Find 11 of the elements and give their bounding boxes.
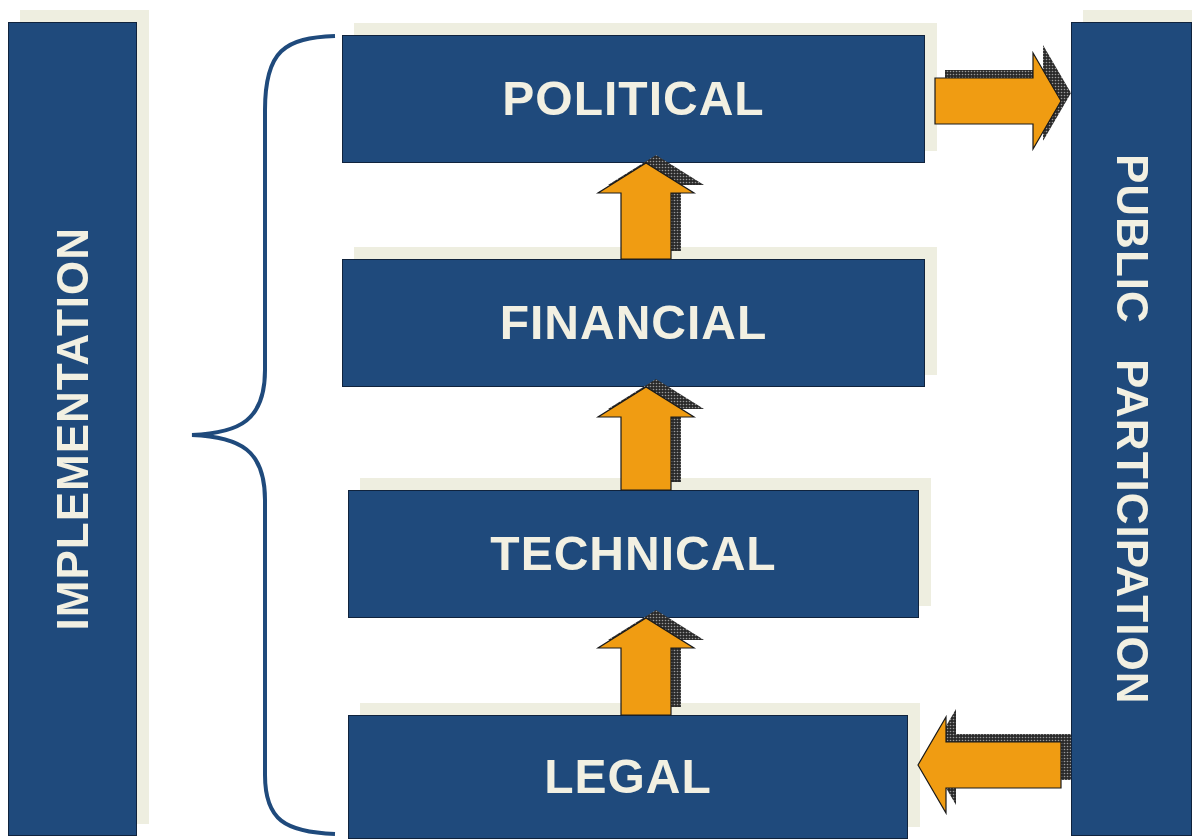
- block-arrow: [934, 45, 1071, 152]
- box-label: FINANCIAL: [499, 299, 768, 347]
- box-label: POLITICAL: [502, 75, 765, 123]
- box-label: TECHNICAL: [490, 530, 777, 578]
- block-arrow: [595, 379, 704, 491]
- block-arrow: [595, 610, 704, 716]
- block-arrow: [595, 155, 704, 260]
- box-label: LEGAL: [544, 753, 712, 801]
- box-label: IMPLEMENTATION: [50, 227, 95, 631]
- block-arrow: [917, 709, 1071, 816]
- box-label: PUBLIC PARTICIPATION: [1109, 153, 1154, 705]
